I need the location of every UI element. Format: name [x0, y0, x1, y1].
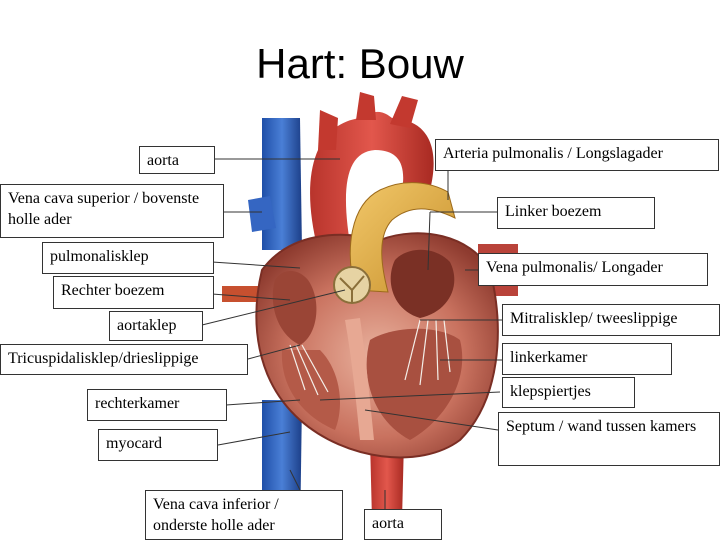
label-mitralisklep: Mitralisklep/ tweeslippige — [502, 304, 720, 336]
right-ventricle-chamber — [281, 350, 340, 430]
right-atrium-chamber — [272, 271, 317, 345]
chordae-tendineae — [289, 319, 451, 396]
aortic-valve — [333, 266, 371, 304]
label-vena-pulmonalis: Vena pulmonalis/ Longader — [478, 253, 708, 286]
label-linkerkamer: linkerkamer — [502, 343, 672, 375]
label-rechter-boezem: Rechter boezem — [53, 276, 214, 309]
label-vena-cava-inferior: Vena cava inferior / onderste holle ader — [145, 490, 343, 540]
page-title: Hart: Bouw — [256, 40, 464, 87]
aorta-branch-1 — [318, 110, 338, 150]
brachiocephalic-branch — [248, 196, 276, 232]
septum-wall — [345, 318, 374, 440]
label-rechterkamer: rechterkamer — [87, 389, 227, 421]
label-pulmonalisklep: pulmonalisklep — [42, 242, 214, 274]
label-tricuspidalisklep: Tricuspidalisklep/drieslippige — [0, 344, 248, 375]
label-myocard: myocard — [98, 429, 218, 461]
aorta-branch-3 — [390, 96, 418, 128]
label-klepspiertjes: klepspiertjes — [502, 377, 635, 408]
descending-aorta-vessel — [370, 440, 404, 520]
label-aortaklep: aortaklep — [109, 311, 203, 341]
label-vena-cava-superior: Vena cava superior / bovenste holle ader — [0, 184, 224, 238]
left-ventricle-chamber — [366, 328, 463, 440]
vena-cava-superior-vessel — [262, 118, 302, 250]
label-septum: Septum / wand tussen kamers — [498, 412, 720, 466]
left-atrium-chamber — [390, 249, 455, 318]
aortic-valve-cusps — [339, 275, 365, 302]
aorta-branch-2 — [356, 92, 376, 120]
label-aorta-top: aorta — [139, 146, 215, 174]
label-aorta-bottom: aorta — [364, 509, 442, 540]
label-linker-boezem: Linker boezem — [497, 197, 655, 229]
aortic-arch — [310, 111, 434, 255]
leader-lines — [201, 156, 502, 510]
label-arteria-pulmonalis: Arteria pulmonalis / Longslagader — [435, 139, 719, 171]
